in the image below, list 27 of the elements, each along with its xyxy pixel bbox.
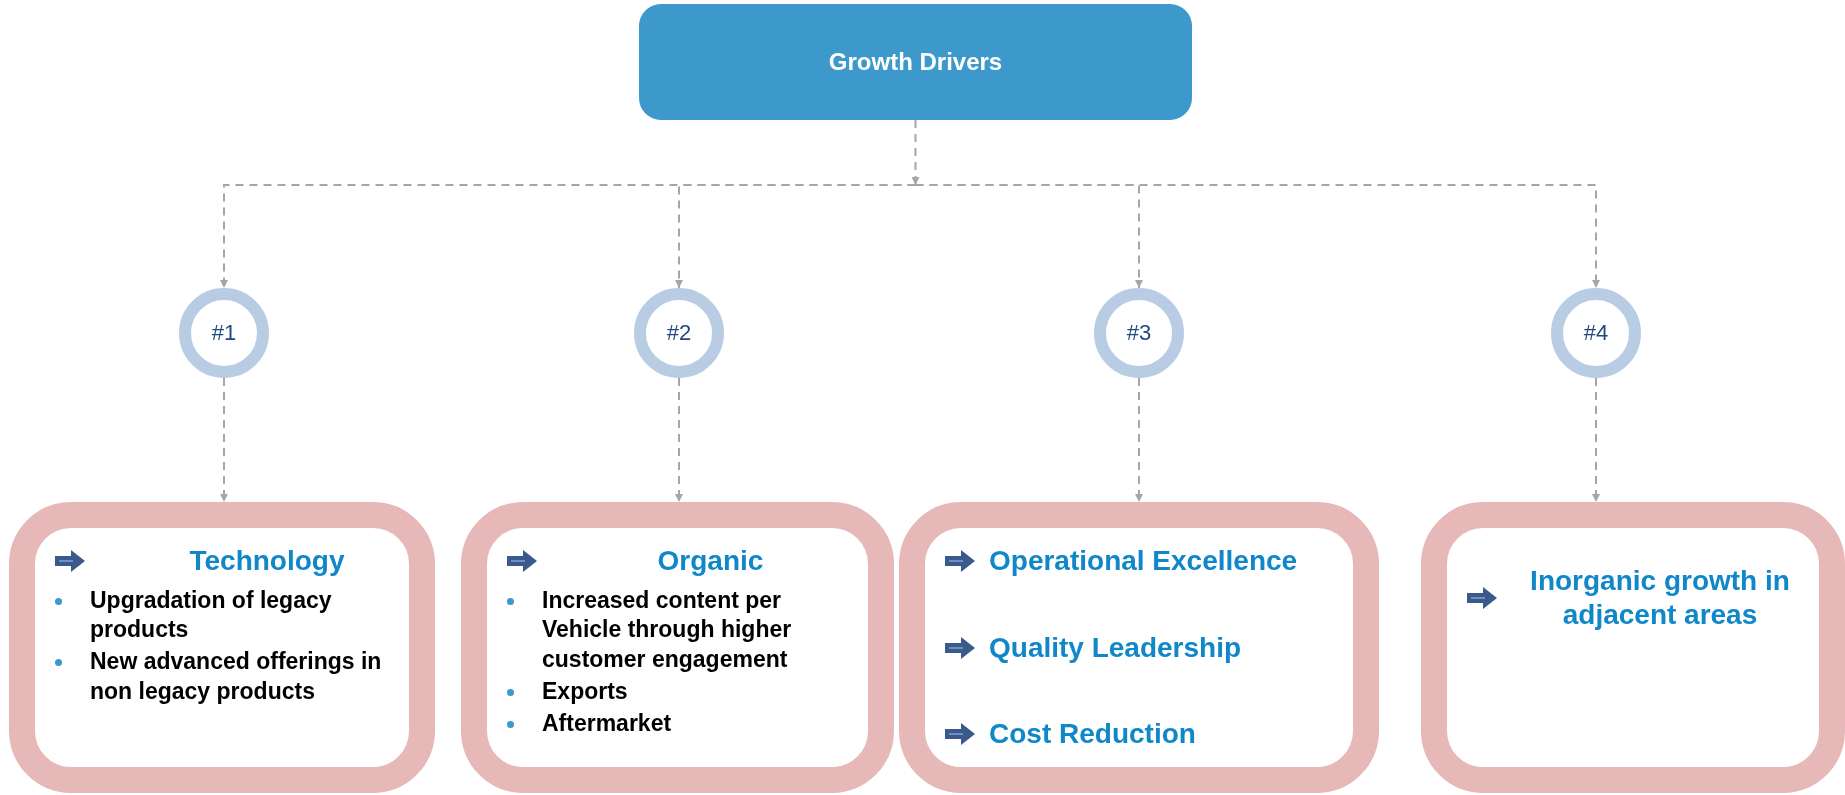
dashed-arrow — [1592, 377, 1600, 503]
dashed-arrow — [220, 377, 228, 503]
card-heading: Technology — [188, 544, 346, 578]
card-heading: Organic — [656, 544, 765, 578]
number-circle: #4 — [1551, 288, 1641, 378]
dashed-arrow — [675, 377, 683, 503]
driver-card — [461, 502, 894, 793]
card-heading: Inorganic growth in adjacent areas — [1529, 564, 1791, 632]
bullet-text: Increased content per Vehicle through higher customer engagement — [542, 585, 793, 675]
driver-card — [9, 502, 435, 793]
card-heading: Cost Reduction — [989, 717, 1197, 751]
bullet-text: New advanced offerings in non legacy products — [90, 647, 383, 707]
dashed-arrow — [911, 119, 920, 186]
bullet-text: Exports — [542, 677, 628, 707]
dashed-arrow — [914, 184, 1600, 289]
dashed-arrow — [675, 184, 917, 289]
card-heading: Operational Excellence — [989, 544, 1299, 578]
driver-card — [899, 502, 1379, 793]
card-heading: Quality Leadership — [989, 630, 1243, 665]
bullet-text: Upgradation of legacy products — [90, 585, 333, 645]
driver-card — [1421, 502, 1845, 793]
bullet-text: Aftermarket — [542, 709, 672, 739]
dashed-arrow — [1135, 377, 1143, 503]
number-circle: #3 — [1094, 288, 1184, 378]
number-circle: #2 — [634, 288, 724, 378]
number-circle: #1 — [179, 288, 269, 378]
title-box: Growth Drivers — [639, 4, 1192, 120]
